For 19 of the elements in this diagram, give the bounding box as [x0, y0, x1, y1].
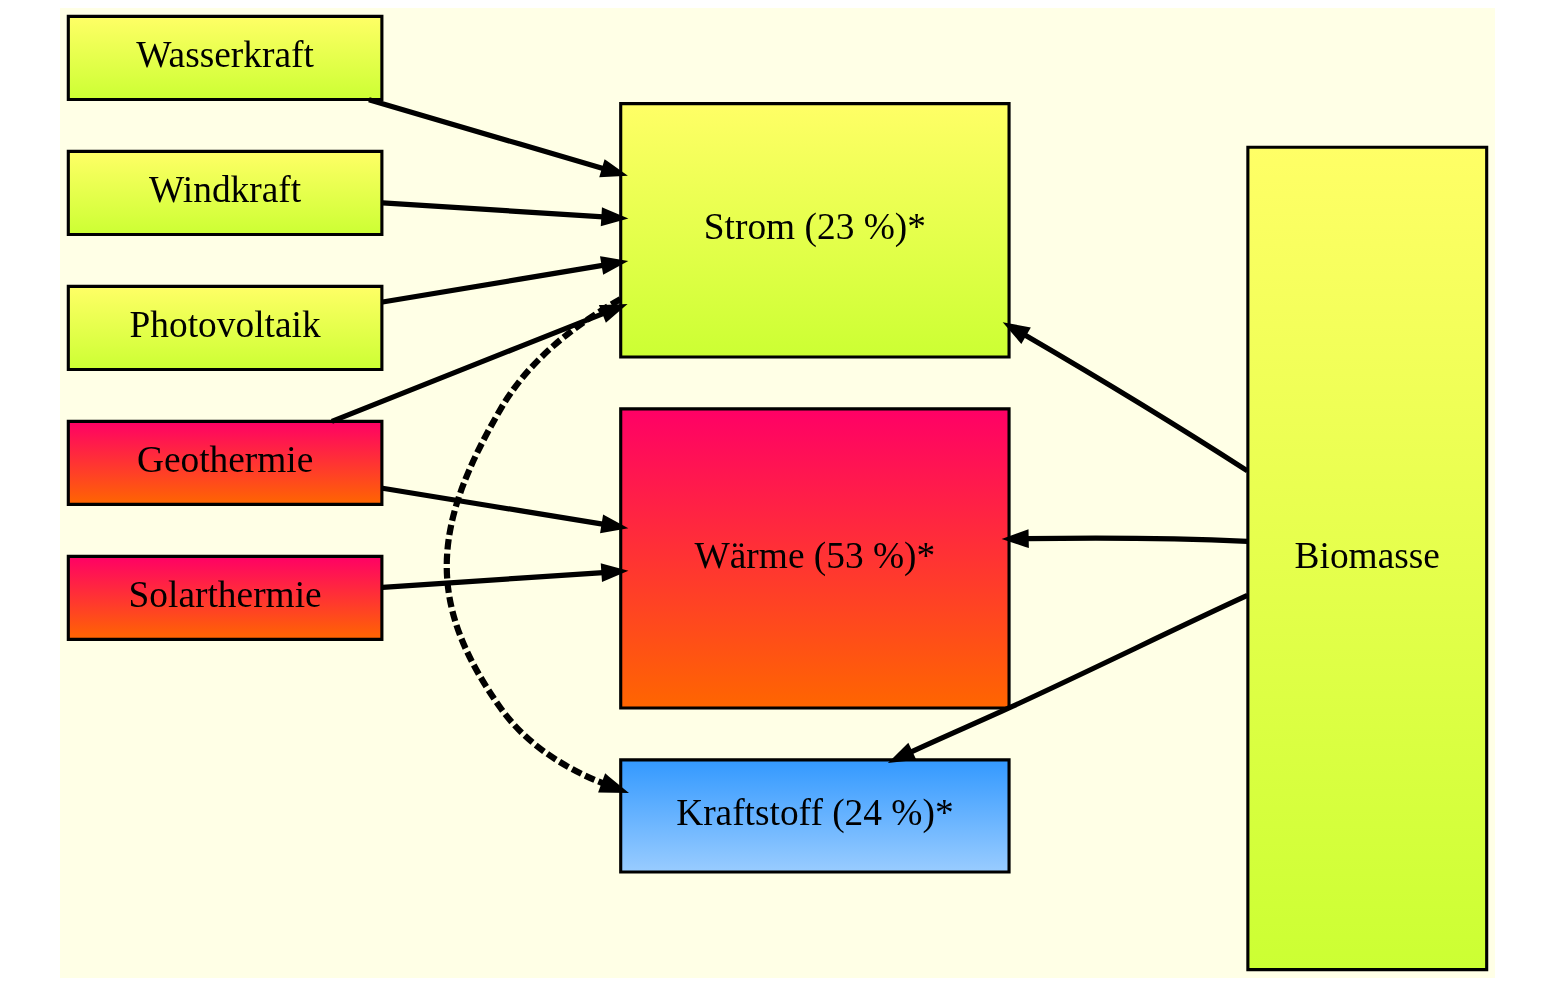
node-box: Biomasse — [1245, 145, 1488, 972]
node-box: Geothermie — [66, 419, 383, 506]
arrow — [381, 563, 628, 590]
arrow — [1001, 529, 1247, 549]
arrow — [381, 200, 628, 227]
arrow — [887, 593, 1248, 763]
node-box: Kraftstoff (24 %)* — [618, 758, 1011, 874]
node-box: Strom (23 %)* — [618, 102, 1011, 359]
arrow — [367, 97, 628, 178]
node-box: Solarthermie — [66, 554, 383, 641]
arrow — [330, 303, 628, 424]
node-box: Wasserkraft — [66, 14, 383, 102]
arrow — [1002, 322, 1249, 474]
arrow — [381, 256, 628, 305]
node-box: Photovoltaik — [66, 284, 383, 371]
arrow — [381, 485, 628, 534]
arrow — [443, 296, 629, 793]
node-box: Wärme (53 %)* — [618, 407, 1011, 710]
node-box: Windkraft — [66, 149, 383, 236]
